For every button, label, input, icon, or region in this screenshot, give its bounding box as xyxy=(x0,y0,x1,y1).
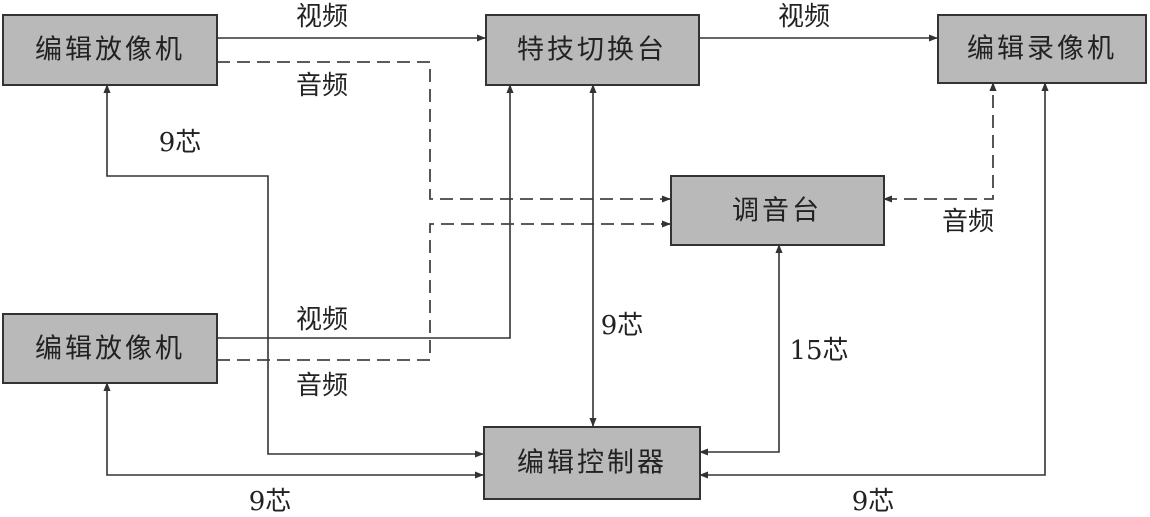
audio-line-player2-to-mixer xyxy=(217,220,671,361)
node-switcher-label: 特技切换台 xyxy=(517,35,667,66)
control-line-recorder-to-controller xyxy=(699,82,1049,479)
node-recorder-label: 编辑录像机 xyxy=(967,34,1117,65)
node-controller: 编辑控制器 xyxy=(483,426,701,500)
label-audio-recorder: 音频 xyxy=(942,207,994,237)
label-video-switcher-recorder: 视频 xyxy=(778,2,830,32)
control-line-player2-to-controller xyxy=(103,382,484,479)
label-9core-switcher: 9芯 xyxy=(601,311,644,341)
label-audio-player1: 音频 xyxy=(296,71,348,101)
audio-line-mixer-recorder xyxy=(883,82,997,203)
label-15core-mixer: 15芯 xyxy=(789,336,848,366)
edge-labels: 视频 视频 音频 9芯 音频 视频 音频 9芯 15芯 9芯 9芯 xyxy=(159,2,994,517)
control-line-mixer-to-controller xyxy=(699,244,783,456)
label-9core-player1: 9芯 xyxy=(159,128,202,158)
video-line-player2-to-switcher xyxy=(217,84,514,339)
node-player2: 编辑放像机 xyxy=(2,313,218,384)
node-switcher: 特技切换台 xyxy=(485,14,700,86)
node-controller-label: 编辑控制器 xyxy=(517,448,667,479)
label-video-player1-switcher: 视频 xyxy=(296,2,348,32)
label-audio-player2: 音频 xyxy=(296,371,348,401)
node-recorder: 编辑录像机 xyxy=(937,14,1147,84)
node-player2-label: 编辑放像机 xyxy=(35,334,185,365)
label-9core-player2: 9芯 xyxy=(249,487,292,517)
node-mixer: 调音台 xyxy=(670,175,885,246)
node-mixer-label: 调音台 xyxy=(732,196,822,227)
label-video-player2: 视频 xyxy=(296,305,348,335)
nodes: 编辑放像机 特技切换台 编辑录像机 调音台 编辑放像机 编辑控制器 xyxy=(2,14,1147,500)
node-player1: 编辑放像机 xyxy=(2,14,218,86)
label-9core-recorder: 9芯 xyxy=(852,487,895,517)
connections xyxy=(103,34,1049,479)
node-player1-label: 编辑放像机 xyxy=(35,35,185,66)
